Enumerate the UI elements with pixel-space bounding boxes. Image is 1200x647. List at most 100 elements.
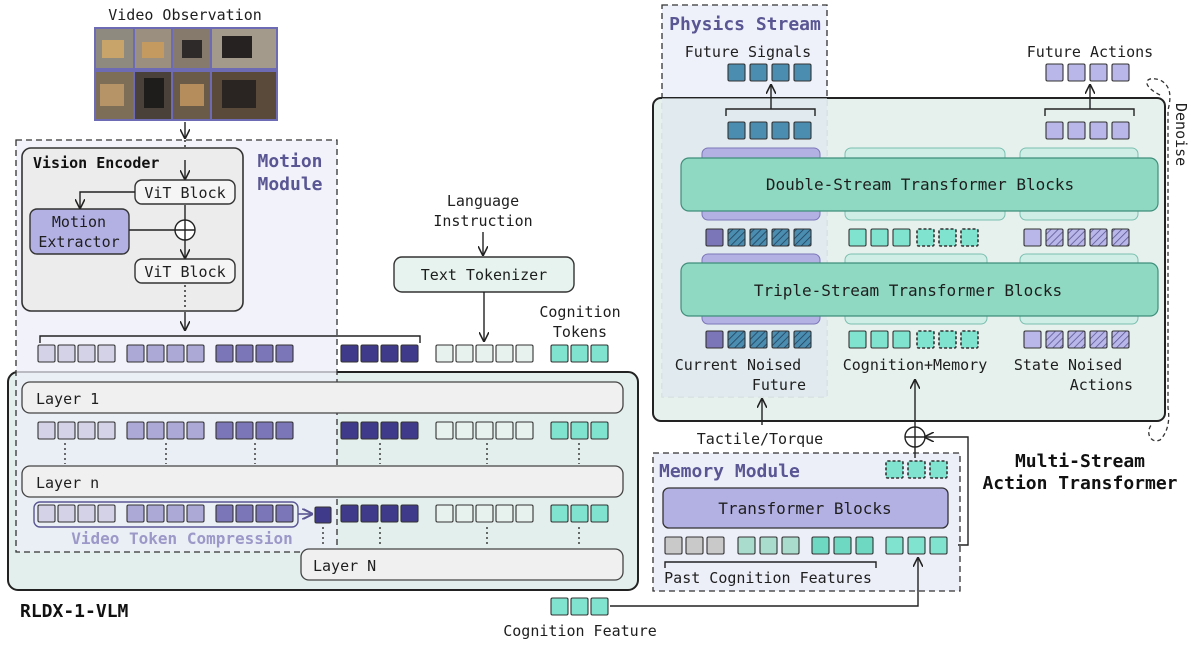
video-token: [275, 421, 294, 440]
text-token: [455, 344, 474, 363]
future-action-token: [1045, 121, 1064, 140]
memory-token: [907, 460, 926, 479]
text-token: [495, 421, 514, 440]
mat-name-2: Action Transformer: [982, 473, 1177, 494]
future-action-token: [1067, 63, 1086, 82]
cognition-token: [870, 228, 889, 247]
cognition-token: [550, 421, 569, 440]
mat-name-1: Multi-Stream: [1015, 451, 1145, 472]
state-noised-label-1: State Noised: [1014, 356, 1122, 374]
noised-future-token: [727, 228, 746, 247]
future-action-token: [1089, 63, 1108, 82]
language-instruction-1: Language: [447, 192, 519, 210]
video-token: [37, 504, 56, 523]
video-token: [126, 421, 145, 440]
future-action-token: [1111, 63, 1130, 82]
future-signal-token: [793, 121, 812, 140]
cognition-feature-label: Cognition Feature: [503, 622, 657, 640]
past-cognition-token: [737, 536, 756, 555]
video-token: [57, 344, 76, 363]
memory-token: [938, 228, 957, 247]
compressed-token: [360, 421, 379, 440]
compressed-token: [380, 344, 399, 363]
compressed-token: [340, 344, 359, 363]
past-cognition-token: [706, 536, 725, 555]
cognition-tokens-label-1: Cognition: [539, 303, 620, 321]
layer-n-label: Layer n: [36, 474, 99, 492]
video-token: [255, 344, 274, 363]
noised-future-token: [749, 228, 768, 247]
noised-future-token: [793, 228, 812, 247]
cognition-feature-token: [550, 597, 569, 616]
future-signal-token: [749, 63, 768, 82]
cognition-token: [892, 330, 911, 349]
cognition-token: [570, 421, 589, 440]
state-noised-label-2: Actions: [1070, 376, 1133, 394]
text-token: [515, 504, 534, 523]
noised-future-token: [793, 330, 812, 349]
video-token: [146, 421, 165, 440]
memory-token: [929, 460, 948, 479]
layer-n-box: [21, 465, 624, 498]
video-token: [166, 421, 185, 440]
text-token: [495, 344, 514, 363]
cognition-token: [570, 504, 589, 523]
cognition-memory-label: Cognition+Memory: [843, 356, 988, 374]
text-tokenizer-label: Text Tokenizer: [421, 266, 547, 284]
cognition-token: [570, 344, 589, 363]
transformer-blocks-label: Transformer Blocks: [718, 499, 891, 518]
past-cognition-token: [811, 536, 830, 555]
triple-stream-label: Triple-Stream Transformer Blocks: [754, 281, 1062, 300]
text-token: [475, 421, 494, 440]
compressed-token: [380, 421, 399, 440]
future-signal-token: [771, 63, 790, 82]
video-token: [235, 421, 254, 440]
video-token: [275, 504, 294, 523]
denoise-label: Denoise: [1172, 103, 1190, 166]
compressed-token: [340, 421, 359, 440]
video-token: [255, 504, 274, 523]
current-noised-label-1: Current Noised: [675, 356, 801, 374]
text-token: [515, 344, 534, 363]
text-token: [435, 344, 454, 363]
motion-extractor-label-1: Motion: [52, 213, 106, 231]
future-action-token: [1089, 121, 1108, 140]
double-stream-label: Double-Stream Transformer Blocks: [766, 175, 1074, 194]
video-token: [37, 344, 56, 363]
vlm-name: RLDX-1-VLM: [20, 601, 129, 622]
video-token: [235, 504, 254, 523]
motion-module-title: Motion: [257, 151, 322, 172]
compressed-token: [360, 504, 379, 523]
noised-action-token: [1089, 330, 1108, 349]
video-token: [215, 421, 234, 440]
past-cognition-token: [685, 536, 704, 555]
past-cognition-token: [855, 536, 874, 555]
vit-block-bottom-label: ViT Block: [144, 263, 225, 281]
language-instruction-2: Instruction: [433, 212, 532, 230]
future-signal-token: [749, 121, 768, 140]
cognition-token: [590, 344, 609, 363]
motion-module-title-2: Module: [257, 174, 322, 195]
video-token: [37, 421, 56, 440]
transformer-blocks: [662, 487, 949, 529]
video-token: [77, 344, 96, 363]
past-cognition-token: [759, 536, 778, 555]
cognition-token: [590, 421, 609, 440]
memory-token: [960, 228, 979, 247]
future-signal-token: [727, 63, 746, 82]
video-token: [57, 504, 76, 523]
future-signal-token: [771, 121, 790, 140]
noised-future-token: [705, 228, 724, 247]
text-token: [475, 344, 494, 363]
past-cognition-label: Past Cognition Features: [664, 569, 872, 587]
motion-extractor: [29, 208, 130, 255]
noised-action-token: [1089, 228, 1108, 247]
cognition-token: [848, 330, 867, 349]
vlm-dotted-connectors: [64, 443, 580, 547]
video-token: [146, 504, 165, 523]
text-token: [455, 504, 474, 523]
cognition-token: [550, 344, 569, 363]
video-token: [186, 504, 205, 523]
cognition-token: [590, 504, 609, 523]
video-token: [235, 344, 254, 363]
